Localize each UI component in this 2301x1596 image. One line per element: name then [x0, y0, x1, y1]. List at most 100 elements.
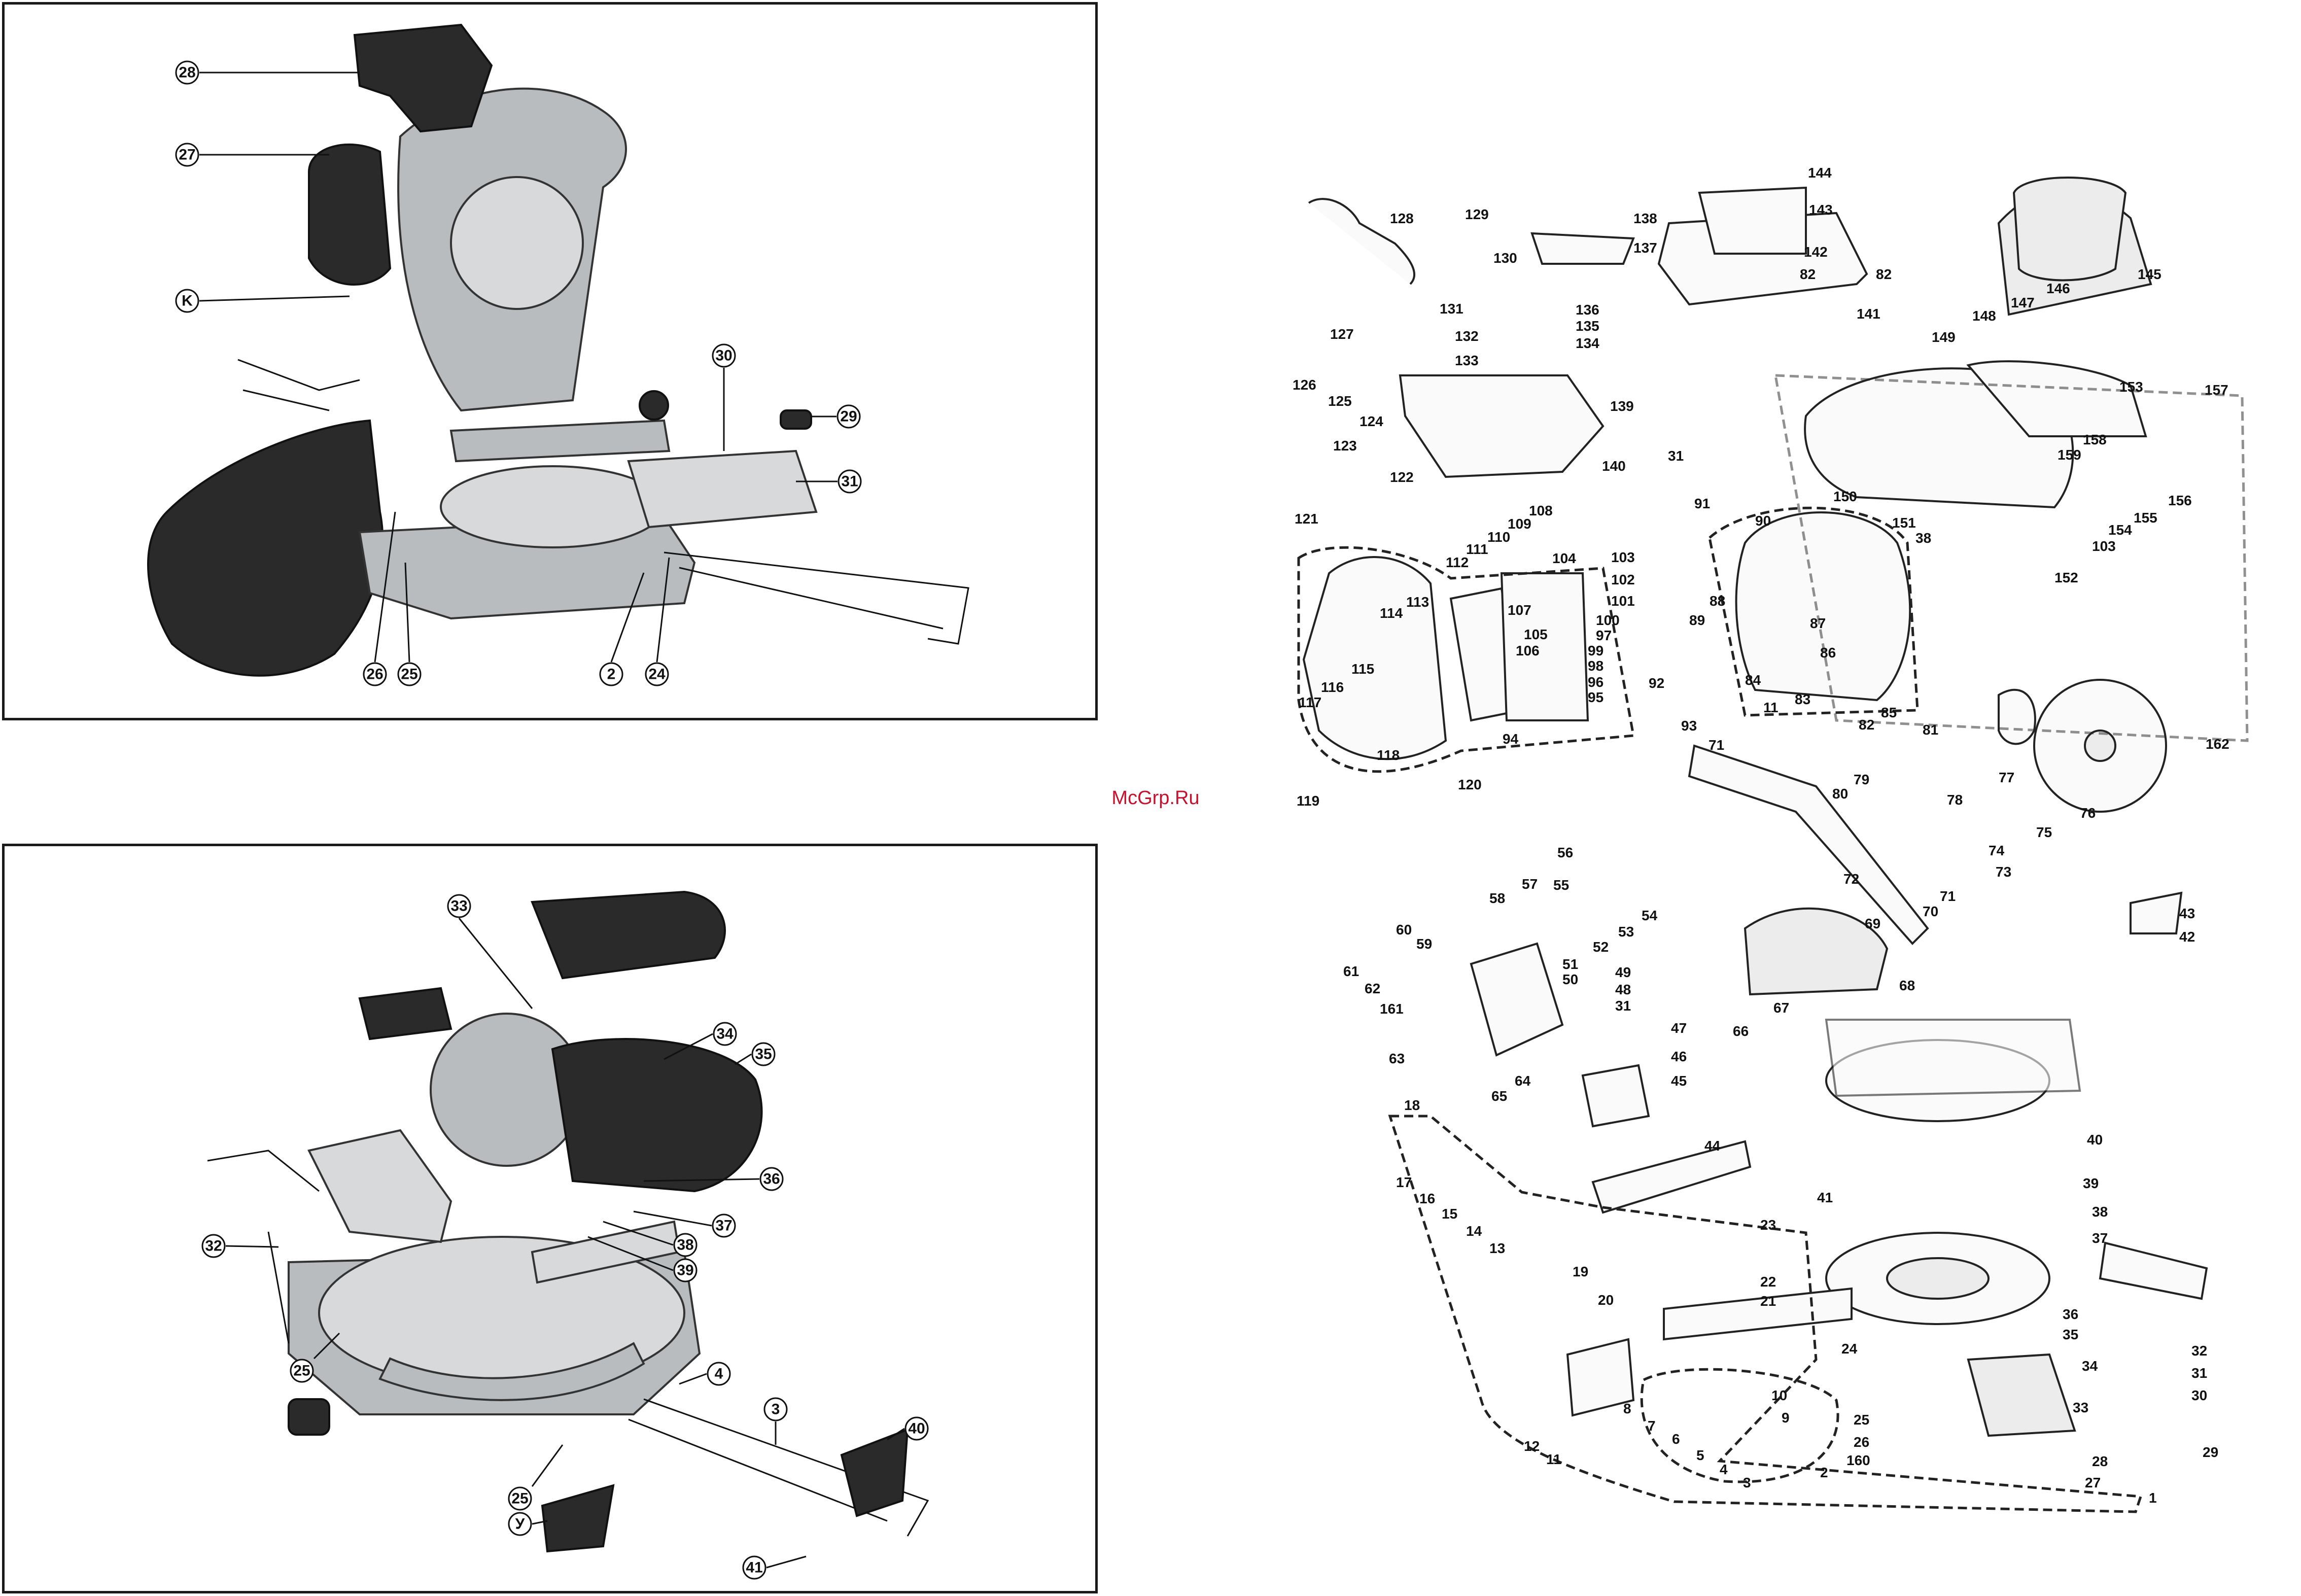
part-33: 33 — [2073, 1400, 2088, 1415]
part-47: 47 — [1671, 1020, 1687, 1036]
part-97: 97 — [1596, 628, 1612, 643]
part-109: 109 — [1508, 516, 1531, 532]
top-saw-illustration: 28 27 K 30 29 31 26 — [147, 23, 969, 686]
callout-28: 28 — [175, 60, 199, 85]
part-30: 30 — [2191, 1387, 2207, 1403]
part-32: 32 — [2191, 1343, 2207, 1359]
part-18: 18 — [1404, 1097, 1420, 1113]
part-60: 60 — [1396, 922, 1412, 938]
handle — [531, 890, 726, 980]
part-122: 122 — [1390, 469, 1414, 485]
part-95: 95 — [1588, 689, 1603, 705]
part-35: 35 — [2063, 1327, 2078, 1342]
part-82c: 82 — [1859, 717, 1874, 733]
part-162: 162 — [2206, 736, 2229, 752]
part-89: 89 — [1689, 612, 1705, 628]
svg-text:26: 26 — [366, 666, 383, 683]
part-4: 4 — [1720, 1462, 1728, 1477]
part-92: 92 — [1649, 675, 1664, 691]
part-156: 156 — [2168, 493, 2192, 508]
callout-38: 38 — [673, 1233, 698, 1257]
part-7: 7 — [1648, 1418, 1656, 1434]
part-69: 69 — [1865, 916, 1880, 931]
part-67: 67 — [1773, 1000, 1789, 1016]
part-29: 29 — [2203, 1444, 2218, 1460]
part-78: 78 — [1947, 792, 1963, 808]
part-5: 5 — [1696, 1447, 1704, 1463]
part-94: 94 — [1503, 731, 1519, 747]
fence-knob — [639, 390, 669, 421]
part-57: 57 — [1522, 876, 1538, 892]
part-100: 100 — [1596, 612, 1620, 628]
part-82b: 82 — [1876, 266, 1892, 282]
callout-3: 3 — [763, 1397, 788, 1421]
part-59: 59 — [1416, 936, 1432, 952]
part-111: 111 — [1466, 541, 1488, 557]
callout-25: 25 — [290, 1359, 314, 1383]
part-143: 143 — [1809, 202, 1833, 218]
part-68: 68 — [1899, 978, 1915, 993]
part-75: 75 — [2036, 824, 2052, 840]
part-79: 79 — [1854, 772, 1869, 787]
part-158: 158 — [2083, 432, 2107, 447]
part-56: 56 — [1557, 845, 1573, 860]
svg-text:3: 3 — [772, 1401, 780, 1418]
part-148: 148 — [1972, 308, 1996, 324]
part-20: 20 — [1598, 1292, 1614, 1308]
part-17: 17 — [1396, 1174, 1412, 1190]
diagram-part-outlines — [1302, 177, 2208, 1437]
svg-text:2: 2 — [607, 666, 616, 683]
part-103a: 103 — [2092, 538, 2116, 554]
part-88: 88 — [1710, 593, 1725, 609]
svg-text:33: 33 — [450, 898, 467, 915]
svg-text:41: 41 — [746, 1559, 762, 1576]
part-119: 119 — [1297, 793, 1319, 809]
clamp-screw — [780, 409, 812, 430]
handle — [353, 23, 493, 133]
part-6: 6 — [1672, 1431, 1680, 1447]
svg-text:27: 27 — [179, 147, 195, 163]
callout-35: 35 — [751, 1042, 776, 1066]
svg-text:K: K — [182, 293, 193, 309]
part-43: 43 — [2179, 906, 2195, 921]
part-106: 106 — [1516, 643, 1540, 658]
part-number-labels: 144 143 128 129 130 138 137 142 82 82 14… — [1293, 165, 2229, 1506]
part-93: 93 — [1681, 718, 1697, 734]
part-39: 39 — [2083, 1175, 2099, 1191]
part-24: 24 — [1841, 1341, 1858, 1357]
svg-text:25: 25 — [293, 1363, 310, 1379]
part-121: 121 — [1295, 511, 1318, 527]
part-23: 23 — [1760, 1217, 1776, 1233]
part-26: 26 — [1854, 1434, 1869, 1450]
part-13: 13 — [1489, 1240, 1505, 1256]
part-133: 133 — [1455, 353, 1479, 368]
part-27: 27 — [2085, 1475, 2101, 1490]
svg-text:39: 39 — [677, 1262, 693, 1279]
part-77: 77 — [1999, 770, 2014, 785]
part-127: 127 — [1330, 326, 1354, 342]
part-157: 157 — [2205, 382, 2228, 398]
part-159: 159 — [2058, 447, 2081, 463]
part-50: 50 — [1562, 972, 1578, 987]
part-64: 64 — [1515, 1073, 1531, 1089]
part-90: 90 — [1755, 513, 1771, 529]
svg-text:36: 36 — [763, 1171, 780, 1188]
end-stop — [840, 1428, 909, 1517]
part-139: 139 — [1610, 398, 1634, 414]
callout-Y: У — [508, 1512, 532, 1536]
svg-text:34: 34 — [716, 1026, 734, 1043]
part-147: 147 — [2011, 295, 2035, 310]
callout-39: 39 — [673, 1258, 698, 1282]
part-102: 102 — [1611, 572, 1635, 587]
part-8: 8 — [1623, 1401, 1631, 1416]
turntable — [440, 465, 665, 548]
svg-text:У: У — [515, 1516, 525, 1533]
svg-text:30: 30 — [715, 348, 732, 364]
svg-text:25: 25 — [401, 666, 417, 683]
part-10: 10 — [1771, 1387, 1787, 1403]
part-150: 150 — [1833, 489, 1857, 504]
part-76: 76 — [2080, 805, 2096, 821]
part-58: 58 — [1489, 890, 1505, 906]
part-9: 9 — [1782, 1410, 1790, 1426]
part-152: 152 — [2054, 570, 2078, 585]
